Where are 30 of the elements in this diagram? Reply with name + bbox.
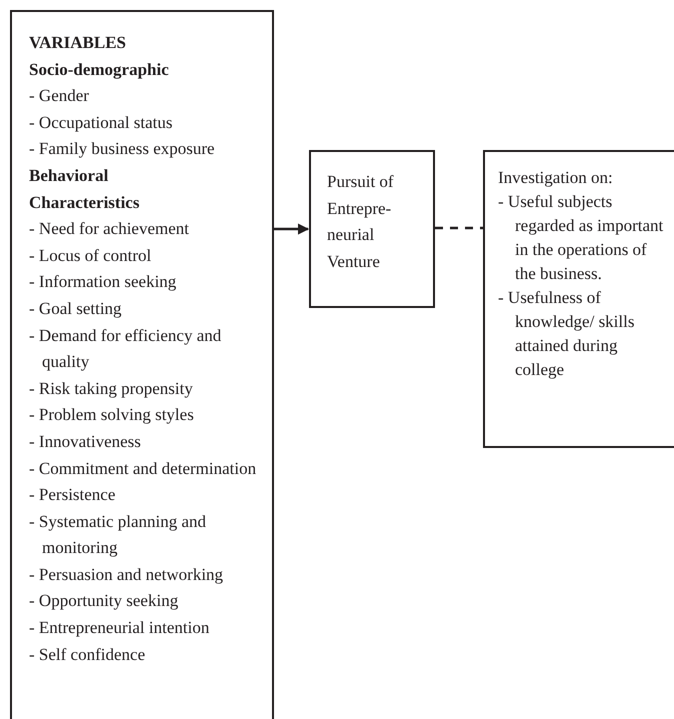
node-label: Pursuit of Entrepre-neurial Venture (327, 171, 395, 273)
list-item: - Entrepreneurial intention (29, 617, 210, 640)
heading: VARIABLES (29, 32, 128, 54)
heading: Behavioral Characteristics (29, 164, 140, 214)
list-item: - Risk taking propensity (29, 378, 194, 400)
list-item: - Persistence (29, 484, 116, 506)
list-item: - Demand for efficiency and quality (29, 324, 222, 374)
list-item: - Usefulness of knowledge/ skills attained during college (498, 287, 636, 381)
list-item: - Need for achievement (29, 218, 190, 240)
list-item: - Opportunity seeking (29, 590, 180, 612)
list-item: - Occupational status (29, 112, 174, 134)
list-item: - Gender (29, 85, 90, 108)
list-item: - Useful subjects regarded as important in the operations of the business. (498, 191, 664, 285)
arrow (274, 223, 310, 235)
list-item: - Locus of control (29, 244, 152, 267)
list-item: - Information seeking (29, 271, 178, 294)
list-item: - Goal setting (29, 298, 123, 320)
list-item: - Self confidence (29, 644, 146, 666)
list-item: - Systematic planning and monitoring (29, 510, 208, 560)
list-item: Investigation on: (498, 167, 614, 189)
list-item: - Problem solving styles (29, 404, 195, 426)
variables-box (10, 10, 274, 719)
list-item: - Persuasion and networking (29, 564, 224, 586)
list-item: - Commitment and determination (29, 458, 258, 480)
outcome-box (309, 150, 435, 308)
heading: Socio-demographic (29, 58, 170, 81)
dashed-connector (435, 226, 483, 230)
investigation-box (483, 150, 674, 448)
list-item: - Family business exposure (29, 138, 216, 160)
list-item: - Innovativeness (29, 430, 142, 453)
